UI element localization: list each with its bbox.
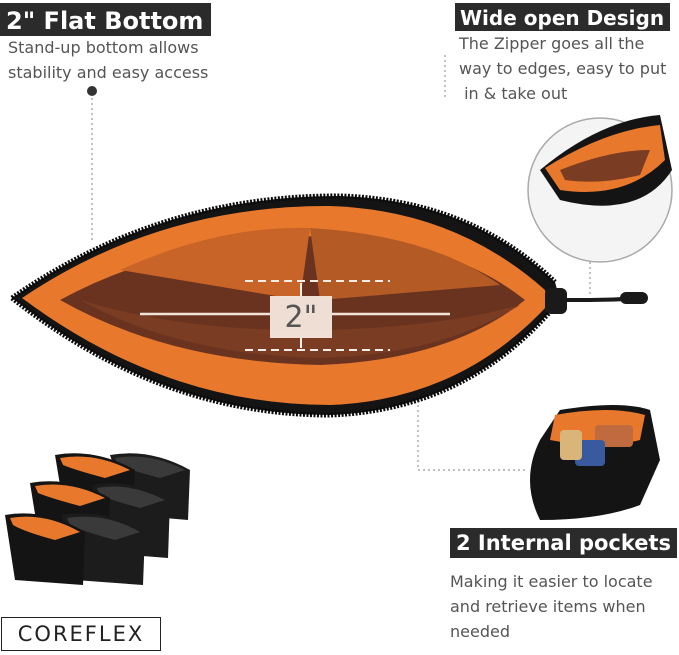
flat-bottom-line-1: Stand-up bottom allows	[8, 38, 199, 57]
pockets-line-2: and retrieve items when	[450, 597, 646, 616]
zipper-pull	[545, 288, 567, 314]
wide-open-description: The Zipper goes all the way to edges, ea…	[459, 31, 666, 106]
pockets-title: 2 Internal pockets	[450, 528, 678, 558]
bag-set	[5, 453, 190, 585]
flat-bottom-description: Stand-up bottom allows stability and eas…	[8, 35, 208, 85]
wide-open-line-3: in & take out	[459, 84, 568, 103]
flat-bottom-title: 2" Flat Bottom	[0, 3, 212, 36]
pockets-line-1: Making it easier to locate	[450, 572, 653, 591]
flat-bottom-line-2: stability and easy access	[8, 63, 209, 82]
pockets-description: Making it easier to locate and retrieve …	[450, 569, 653, 644]
brand-logo: COREFLEX	[1, 617, 161, 651]
wide-open-line-2: way to edges, easy to put	[459, 59, 667, 78]
guide-dot	[87, 86, 97, 96]
measurement-label: 2"	[270, 296, 332, 338]
wide-open-title: Wide open Design	[455, 3, 671, 31]
standing-bag	[530, 405, 660, 520]
wide-open-line-1: The Zipper goes all the	[459, 34, 645, 53]
zipper-closeup-inset	[527, 115, 673, 263]
pockets-line-3: needed	[450, 622, 510, 641]
zipper-tab	[620, 292, 648, 304]
